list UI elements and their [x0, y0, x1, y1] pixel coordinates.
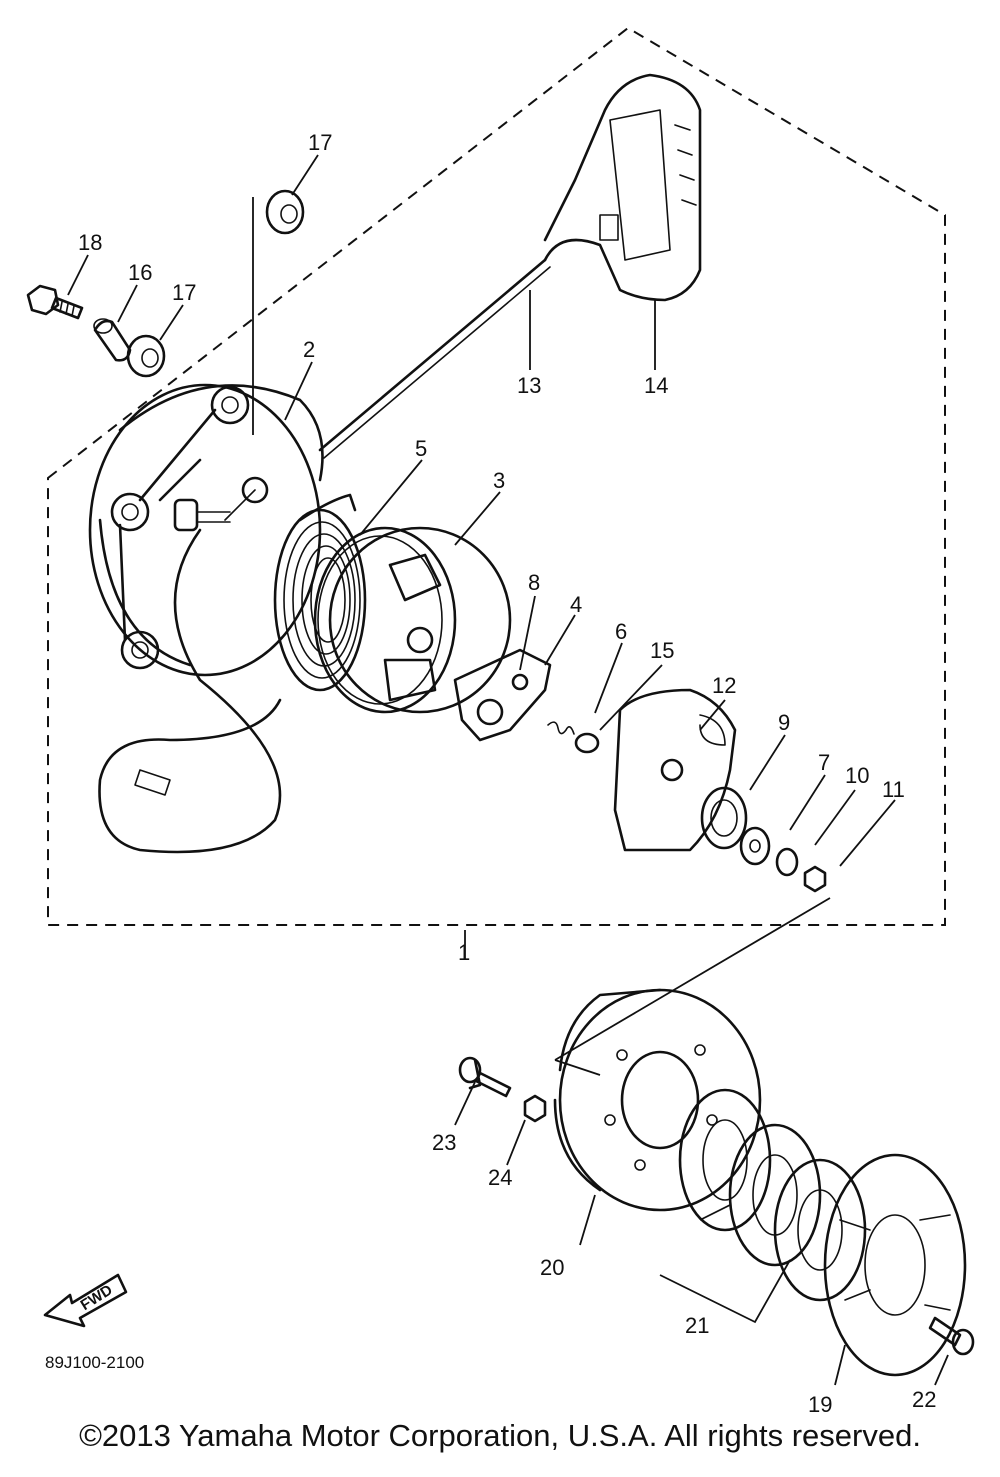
callout-12: 12 — [712, 673, 736, 698]
pawl-spring — [547, 721, 575, 735]
callout-24: 24 — [488, 1165, 512, 1190]
drive-pawl — [453, 648, 552, 742]
starter-pulley — [553, 988, 762, 1212]
friction-spring — [700, 786, 748, 850]
copyright-notice: ©2013 Yamaha Motor Corporation, U.S.A. A… — [79, 1418, 921, 1453]
circlip — [574, 732, 600, 754]
callout-leaders — [67, 154, 949, 1386]
callout-8: 8 — [528, 570, 540, 595]
spring-washer — [775, 847, 799, 877]
callout-10: 10 — [845, 763, 869, 788]
drive-plate — [613, 688, 737, 852]
assembly-boundary — [47, 26, 946, 926]
starter-rope-loop — [98, 528, 282, 854]
callout-17: 17 — [172, 280, 196, 305]
callout-20: 20 — [540, 1255, 564, 1280]
pulley-cover — [823, 1153, 967, 1377]
callout-16: 16 — [128, 260, 152, 285]
nut-24 — [523, 1094, 547, 1123]
callout-5: 5 — [415, 436, 427, 461]
callout-14: 14 — [644, 373, 668, 398]
screw-22 — [928, 1316, 975, 1356]
callout-3: 3 — [493, 468, 505, 493]
nut — [803, 865, 827, 893]
bushing-17-top — [265, 189, 305, 235]
callout-4: 4 — [570, 592, 582, 617]
bolt-18 — [26, 284, 84, 320]
sheave-drum — [313, 526, 512, 714]
callout-1: 1 — [458, 940, 470, 965]
starter-housing — [88, 383, 324, 677]
callout-18: 18 — [78, 230, 102, 255]
callout-22: 22 — [912, 1387, 936, 1412]
callout-13: 13 — [517, 373, 541, 398]
bushing-17 — [126, 334, 166, 378]
fwd-arrow-icon: FWD — [43, 1273, 128, 1328]
figure-code: 89J100-2100 — [45, 1353, 144, 1372]
callout-9: 9 — [778, 710, 790, 735]
callout-15: 15 — [650, 638, 674, 663]
callout-7: 7 — [818, 750, 830, 775]
starter-handle — [543, 73, 702, 302]
callout-11: 11 — [882, 777, 905, 802]
callout-21: 21 — [685, 1313, 709, 1338]
shim-plates — [678, 1088, 867, 1302]
callout-19: 19 — [808, 1392, 832, 1417]
washer — [739, 826, 771, 866]
collar-16 — [93, 318, 132, 362]
callout-6: 6 — [615, 619, 627, 644]
callout-2: 2 — [303, 337, 315, 362]
bolt-23 — [458, 1056, 512, 1098]
callout-23: 23 — [432, 1130, 456, 1155]
starter-rope — [318, 258, 547, 452]
callout-17-top: 17 — [308, 130, 332, 155]
